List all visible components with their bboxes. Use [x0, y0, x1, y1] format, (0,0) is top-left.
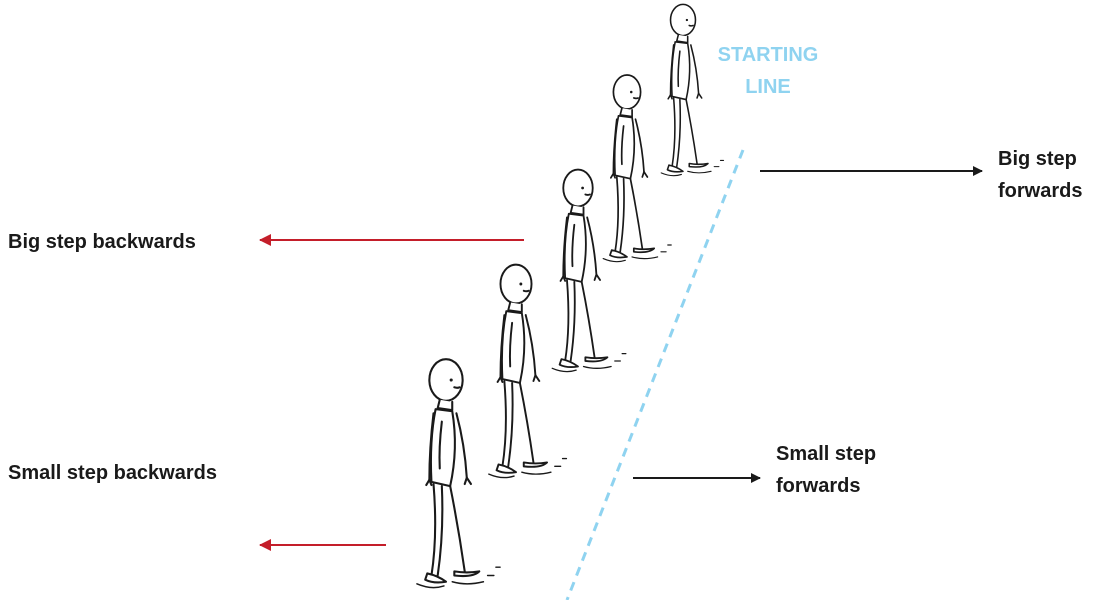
starting-line-label-line1: STARTING — [717, 44, 819, 66]
starting-line-dashed — [565, 149, 745, 600]
big-step-forwards-label: Big step forwards — [998, 143, 1082, 207]
starting-line-label-line2: LINE — [745, 76, 791, 98]
small-step-forwards-label-line1: Small step — [776, 443, 877, 465]
small-step-backwards-label: Small step backwards — [8, 462, 217, 484]
small-step-forwards-label: Small step forwards — [776, 438, 876, 502]
small-step-forwards-label-line2: forwards — [776, 475, 861, 497]
big-step-backwards-label: Big step backwards — [8, 231, 196, 253]
walking-figure-icon — [415, 358, 502, 589]
starting-line-label: STARTING LINE — [713, 39, 823, 103]
walking-figure-icon — [602, 74, 673, 263]
walking-figure-icon — [551, 168, 627, 373]
walking-figure-icon — [487, 263, 568, 479]
big-step-forwards-label-line1: Big step — [998, 148, 1077, 170]
big-step-forwards-label-line2: forwards — [998, 180, 1083, 202]
